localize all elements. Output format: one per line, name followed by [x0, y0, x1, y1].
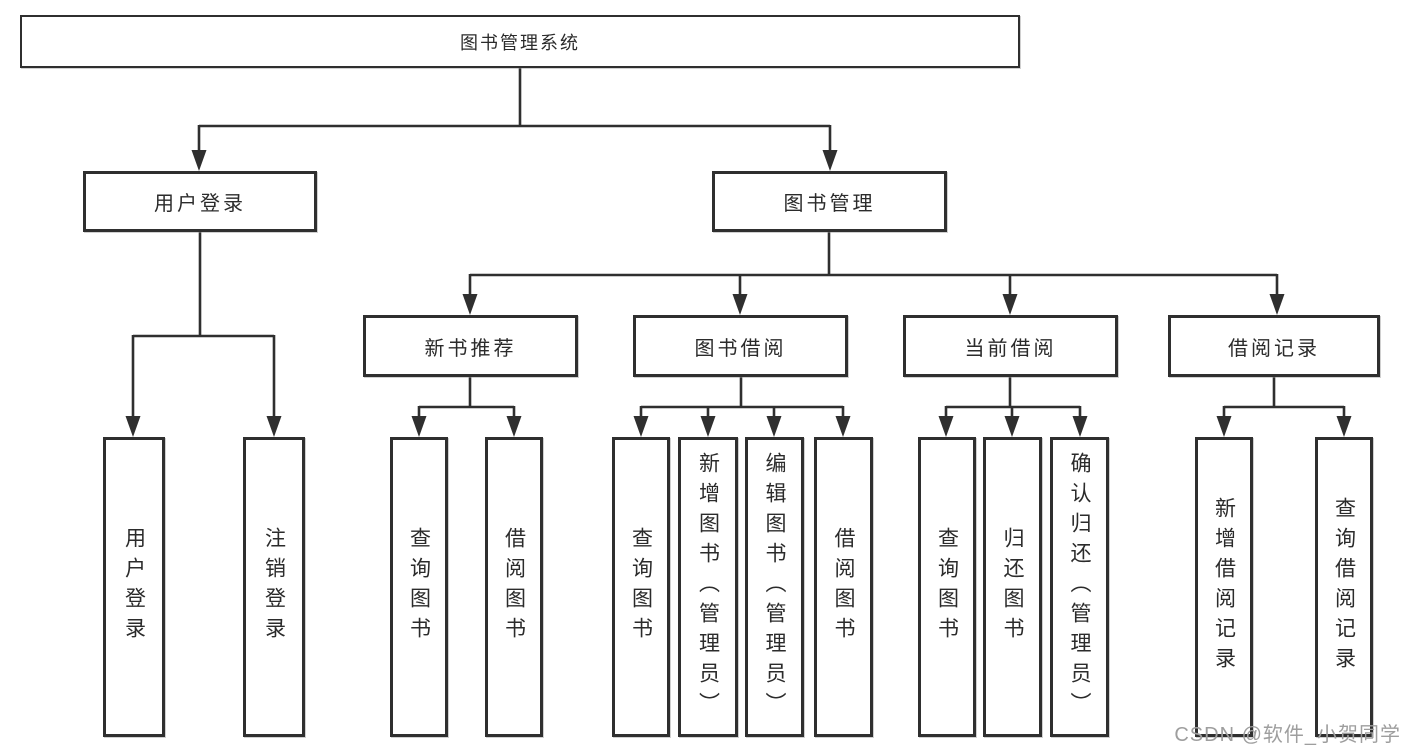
node-label: 借阅记录: [1228, 337, 1320, 360]
node-book-borrowing: 图书借阅: [633, 315, 848, 377]
node-leaf-query-books-borrowing: 查询图书: [612, 437, 670, 737]
node-leaf-add-books-admin: 新增图书（管理员）: [678, 437, 738, 737]
node-leaf-user-login: 用户登录: [103, 437, 165, 737]
node-label: 归还图书: [1001, 527, 1024, 647]
node-label: 图书借阅: [694, 337, 787, 360]
node-label: 查询借阅记录: [1332, 497, 1356, 677]
node-library-management-system: 图书管理系统: [20, 15, 1020, 68]
node-label: 查询图书: [629, 527, 653, 647]
node-label: 当前借阅: [964, 337, 1057, 360]
csdn-watermark: CSDN @软件_小贺同学: [1174, 724, 1401, 746]
node-label: 用户登录: [154, 193, 246, 215]
node-label: 查询图书: [407, 527, 431, 647]
node-label: 新增图书（管理员）: [696, 452, 720, 722]
node-leaf-borrow-books-borrowing: 借阅图书: [814, 437, 873, 737]
node-leaf-query-books-current: 查询图书: [918, 437, 976, 737]
node-leaf-query-borrow-record: 查询借阅记录: [1315, 437, 1373, 737]
node-leaf-borrow-books-recommend: 借阅图书: [485, 437, 543, 737]
node-user-login: 用户登录: [83, 171, 317, 232]
node-label: 编辑图书（管理员）: [763, 452, 786, 722]
node-label: 新增借阅记录: [1212, 497, 1236, 677]
node-label: 新书推荐: [424, 337, 517, 360]
node-leaf-add-borrow-record: 新增借阅记录: [1195, 437, 1253, 737]
node-leaf-return-books: 归还图书: [983, 437, 1042, 737]
node-label: 图书管理: [783, 193, 876, 215]
node-label: 用户登录: [122, 527, 146, 647]
node-leaf-confirm-return-admin: 确认归还（管理员）: [1050, 437, 1109, 737]
node-label: 图书管理系统: [460, 32, 580, 53]
node-new-book-recommend: 新书推荐: [363, 315, 578, 377]
node-book-management: 图书管理: [712, 171, 947, 232]
node-label: 确认归还（管理员）: [1068, 452, 1091, 722]
node-leaf-query-books-recommend: 查询图书: [390, 437, 448, 737]
node-label: 借阅图书: [502, 527, 526, 647]
node-borrowing-records: 借阅记录: [1168, 315, 1380, 377]
node-leaf-logout: 注销登录: [243, 437, 305, 737]
node-label: 借阅图书: [832, 527, 855, 647]
node-label: 查询图书: [935, 527, 959, 647]
node-leaf-edit-books-admin: 编辑图书（管理员）: [745, 437, 804, 737]
node-current-borrowing: 当前借阅: [903, 315, 1118, 377]
node-label: 注销登录: [262, 527, 286, 647]
